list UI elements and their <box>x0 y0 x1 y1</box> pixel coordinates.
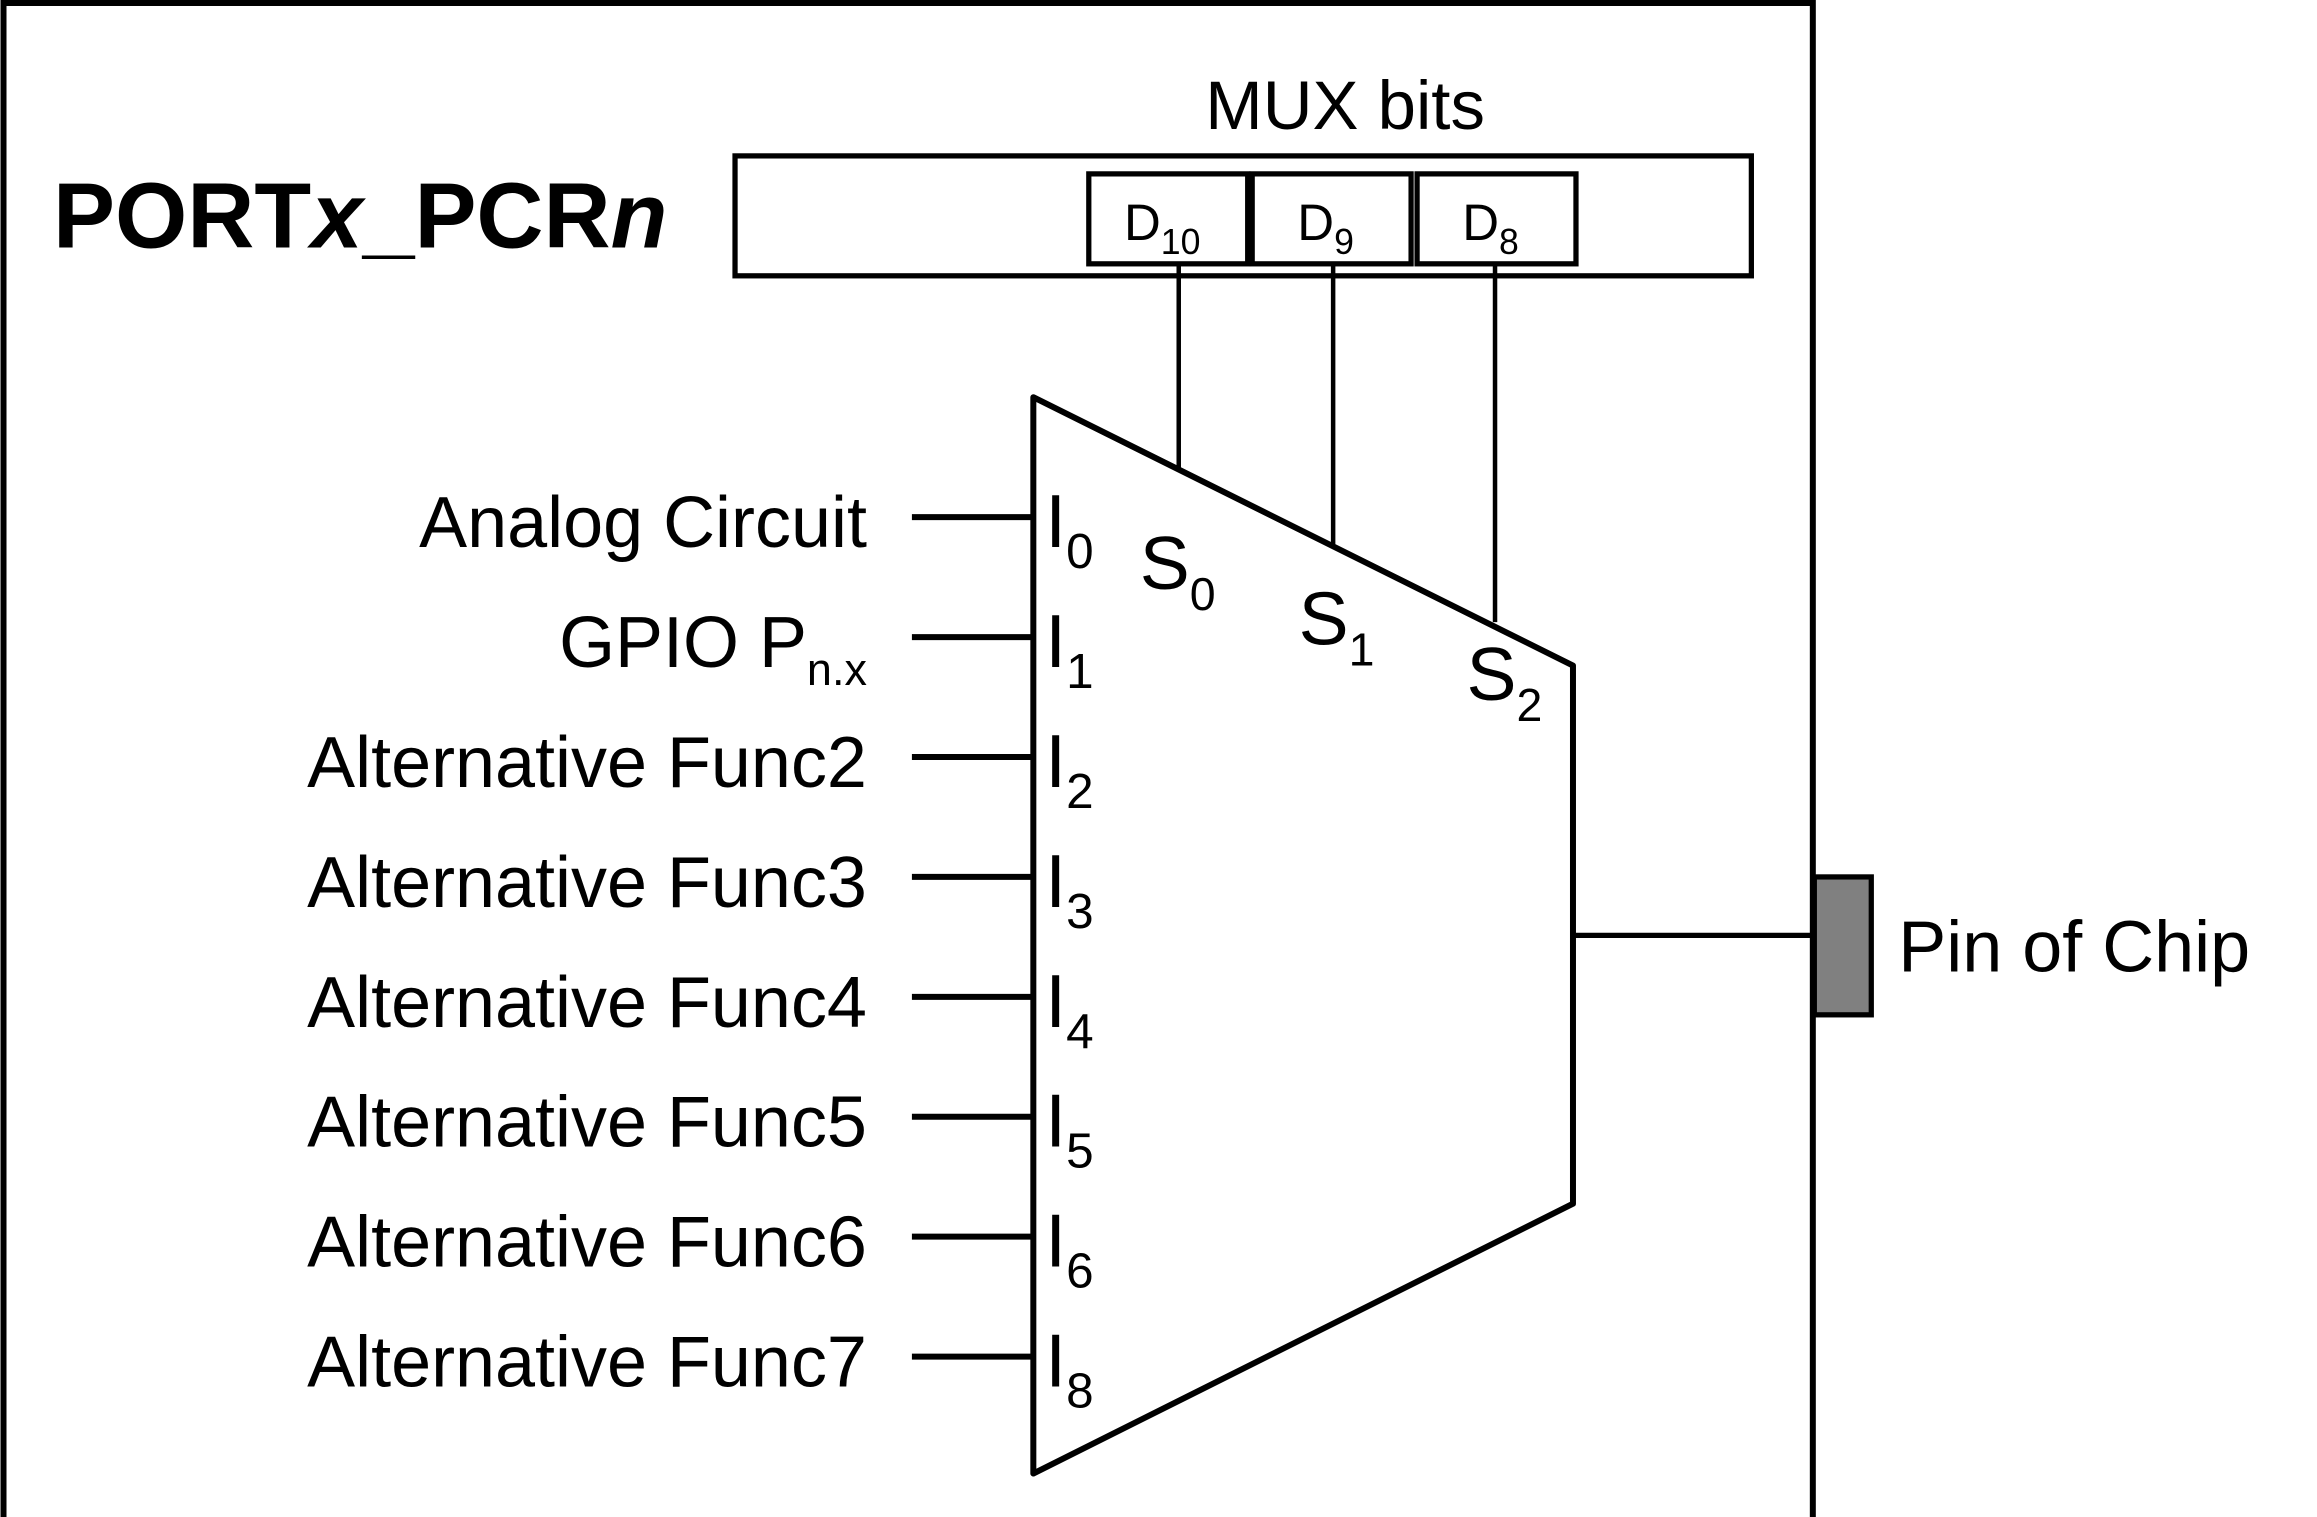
input-label-6: Alternative Func6 <box>307 1203 867 1283</box>
input-label-text: Analog Circuit <box>419 483 867 563</box>
mux-body <box>1030 394 1576 1477</box>
input-port-I0: I0 <box>1045 479 1093 579</box>
input-label-0: Analog Circuit <box>419 483 867 563</box>
input-label-text: Alternative Func5 <box>307 1083 867 1163</box>
input-label-2: Alternative Func2 <box>307 723 867 803</box>
input-label-text: GPIO P <box>559 603 807 683</box>
input-label-4: Alternative Func4 <box>307 963 867 1043</box>
title-prefix: PORT <box>53 163 311 267</box>
input-port-I1: I1 <box>1045 599 1093 699</box>
input-port-I5-base: I <box>1045 1079 1066 1163</box>
input-port-I6-sub: 6 <box>1066 1244 1094 1299</box>
bit-label-D9: D9 <box>1297 194 1354 262</box>
input-port-I4: I4 <box>1045 959 1093 1059</box>
select-label-S1: S1 <box>1299 577 1375 676</box>
mux-bits-caption: MUX bits <box>1205 67 1485 144</box>
input-port-I1-sub: 1 <box>1066 644 1094 699</box>
select-label-S0-base: S <box>1140 521 1190 605</box>
input-port-I6: I6 <box>1045 1199 1093 1299</box>
select-label-S2: S2 <box>1467 632 1543 731</box>
bit-label-D8-sub: 8 <box>1499 222 1519 262</box>
input-port-I5: I5 <box>1045 1079 1093 1179</box>
input-label-5: Alternative Func5 <box>307 1083 867 1163</box>
select-label-S1-sub: 1 <box>1349 624 1375 676</box>
title-mid: _PCR <box>362 163 611 267</box>
select-label-S2-base: S <box>1467 632 1517 716</box>
input-port-I6-base: I <box>1045 1199 1066 1283</box>
register-bar <box>732 153 1754 279</box>
select-label-S0: S0 <box>1140 521 1216 620</box>
input-port-I8-sub: 8 <box>1066 1364 1094 1419</box>
input-port-I2: I2 <box>1045 719 1093 819</box>
select-wires <box>1176 263 1498 623</box>
input-port-I3: I3 <box>1045 839 1093 939</box>
input-label-text: Alternative Func4 <box>307 963 867 1043</box>
bit-label-D8: D8 <box>1462 194 1519 262</box>
input-port-I4-base: I <box>1045 959 1066 1043</box>
input-port-I5-sub: 5 <box>1066 1124 1094 1179</box>
input-label-1: GPIO Pn.x <box>559 603 867 695</box>
input-port-I2-base: I <box>1045 719 1066 803</box>
input-label-sub: n.x <box>807 644 867 695</box>
chip-boundary <box>0 0 1816 1517</box>
title-x-var: x <box>306 163 366 267</box>
input-port-I8: I8 <box>1045 1319 1093 1419</box>
input-port-I1-base: I <box>1045 599 1066 683</box>
select-label-S1-base: S <box>1299 577 1349 661</box>
register-title: PORTx_PCRn <box>53 163 667 267</box>
input-label-text: Alternative Func2 <box>307 723 867 803</box>
bit-label-D9-sub: 9 <box>1334 222 1354 262</box>
input-label-text: Alternative Func7 <box>307 1323 867 1403</box>
pin-label: Pin of Chip <box>1898 907 2250 987</box>
input-port-I0-base: I <box>1045 479 1066 563</box>
input-label-text: Alternative Func3 <box>307 843 867 923</box>
input-label-3: Alternative Func3 <box>307 843 867 923</box>
input-label-7: Alternative Func7 <box>307 1323 867 1403</box>
bit-label-D10-base: D <box>1124 194 1161 251</box>
select-label-S2-sub: 2 <box>1517 679 1543 731</box>
bit-label-D10-sub: 10 <box>1161 222 1201 262</box>
chip-pin <box>1811 874 1874 1018</box>
bit-label-D8-base: D <box>1462 194 1499 251</box>
input-port-I3-base: I <box>1045 839 1066 923</box>
bit-label-D9-base: D <box>1297 194 1334 251</box>
input-port-I2-sub: 2 <box>1066 764 1094 819</box>
title-n-var: n <box>611 163 668 267</box>
bit-label-D10: D10 <box>1124 194 1200 262</box>
input-label-text: Alternative Func6 <box>307 1203 867 1283</box>
input-port-I4-sub: 4 <box>1066 1004 1094 1059</box>
input-port-I8-base: I <box>1045 1319 1066 1403</box>
select-label-S0-sub: 0 <box>1190 568 1216 620</box>
input-port-I0-sub: 0 <box>1066 524 1094 579</box>
bit-cell-D10 <box>1086 171 1251 267</box>
input-port-I3-sub: 3 <box>1066 884 1094 939</box>
